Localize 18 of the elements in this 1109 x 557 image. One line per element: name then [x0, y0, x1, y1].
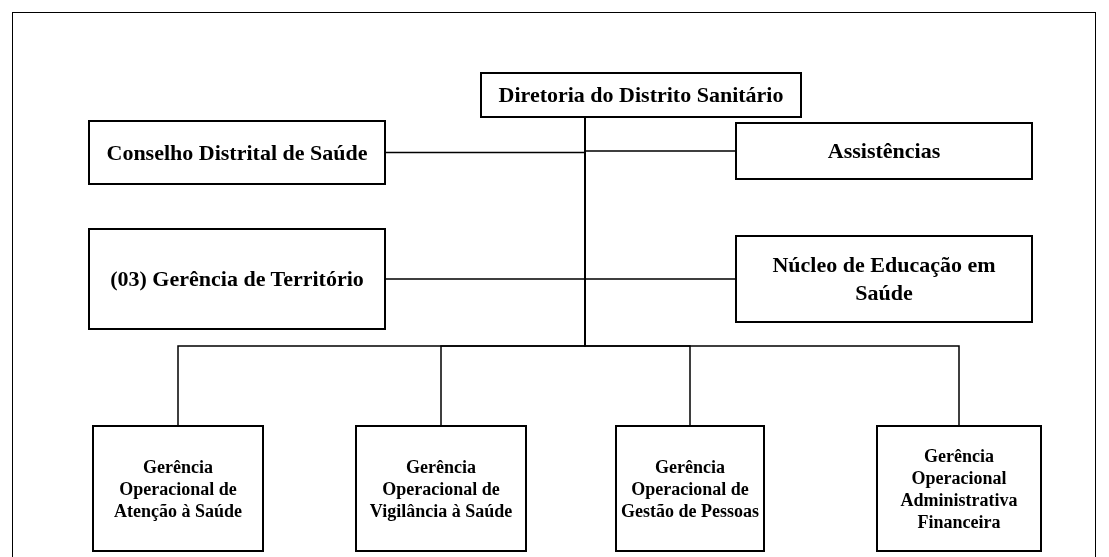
- box-label: Núcleo de Educação em Saúde: [771, 251, 997, 307]
- org-box: [735, 235, 1033, 323]
- box-label: Gerência Operacional de Gestão de Pessoas: [621, 455, 759, 522]
- box-label: Gerência Operacional de Vigilância à Saúde: [368, 455, 514, 522]
- box-label: Gerência Operacional de Atenção à Saúde: [113, 455, 243, 522]
- org-box: [88, 228, 386, 330]
- org-box: [615, 425, 765, 552]
- org-box: [876, 425, 1042, 552]
- box-label: (03) Gerência de Território: [110, 265, 364, 293]
- box-label: Assistências: [827, 137, 941, 165]
- box-label: Conselho Distrital de Saúde: [106, 138, 368, 167]
- org-box: [480, 72, 802, 118]
- org-box: [88, 120, 386, 185]
- box-label: Gerência Operacional Administrativa Financeira: [899, 444, 1019, 533]
- box-label: Diretoria do Distrito Sanitário: [498, 81, 784, 109]
- org-box: [355, 425, 527, 552]
- org-box: [735, 122, 1033, 180]
- org-box: [92, 425, 264, 552]
